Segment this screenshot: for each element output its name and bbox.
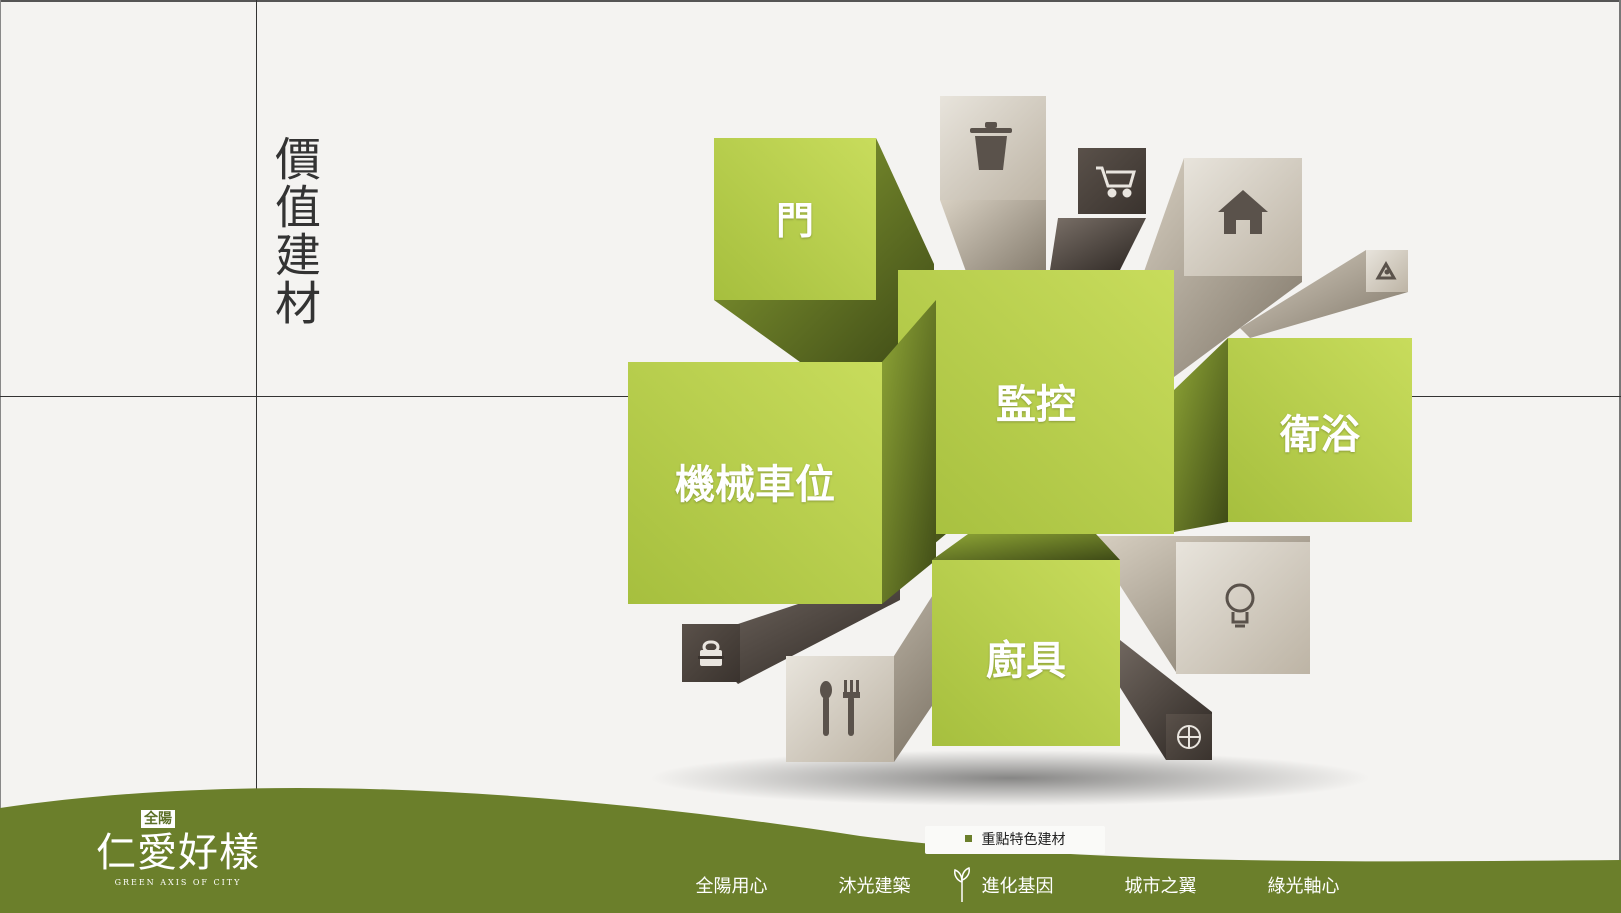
nav-item-3[interactable]: 進化基因 [946, 866, 1089, 902]
window-top-border [0, 0, 1621, 2]
cube-label-door[interactable]: 門 [775, 199, 814, 243]
cart-box [1050, 148, 1146, 270]
brand-logo[interactable]: 全陽 仁愛好樣 GREEN AXIS OF CITY [88, 808, 268, 887]
cart-icon [1096, 166, 1136, 198]
section-tag: 重點特色建材 [925, 826, 1105, 854]
brand-small-text: 全陽 [141, 810, 175, 828]
globe-box [1090, 640, 1212, 760]
lock-icon [698, 640, 724, 666]
nav-item-4[interactable]: 城市之翼 [1124, 876, 1197, 897]
tag-square-icon [964, 835, 972, 842]
window-left-border [0, 0, 1, 913]
sprout-icon [954, 866, 970, 902]
door-cube [714, 138, 934, 362]
window-right-border [1619, 0, 1621, 913]
footer-wave [0, 788, 1621, 913]
bath-cube [1174, 338, 1412, 532]
utensils-box [786, 590, 936, 762]
cube-label-kitchen[interactable]: 廚具 [986, 638, 1066, 684]
grid-vertical-line [256, 0, 257, 810]
home-box [1134, 158, 1302, 380]
cube-label-monitor[interactable]: 監控 [996, 382, 1076, 428]
nav-item-5[interactable]: 綠光軸心 [1267, 876, 1340, 897]
kitchen-cube [932, 534, 1120, 746]
lightbulb-icon [1225, 583, 1255, 628]
cube-label-parking[interactable]: 機械車位 [675, 462, 835, 508]
parking-cube [628, 300, 936, 604]
nav-item-1[interactable]: 全陽用心 [695, 876, 768, 897]
cube-label-bath[interactable]: 衛浴 [1280, 412, 1360, 458]
page-title: 價值建材 [268, 135, 322, 327]
nav-item-3-label: 進化基因 [981, 876, 1054, 897]
home-icon [1218, 190, 1268, 234]
recycle-box [1240, 250, 1408, 338]
footer-nav: 全陽用心 沐光建築 進化基因 城市之翼 綠光軸心 [660, 866, 1375, 902]
trash-icon [970, 122, 1012, 170]
lightbulb-box [1088, 536, 1310, 674]
nav-item-2[interactable]: 沐光建築 [838, 876, 911, 897]
brand-english: GREEN AXIS OF CITY [114, 878, 242, 887]
globe-icon [1177, 725, 1201, 749]
utensils-icon [820, 680, 860, 736]
ground-shadow [650, 750, 1370, 806]
trash-box [940, 96, 1046, 288]
section-tag-label: 重點特色建材 [981, 832, 1066, 848]
brand-name: 仁愛好樣 [96, 830, 260, 876]
recycle-icon [1375, 260, 1397, 280]
